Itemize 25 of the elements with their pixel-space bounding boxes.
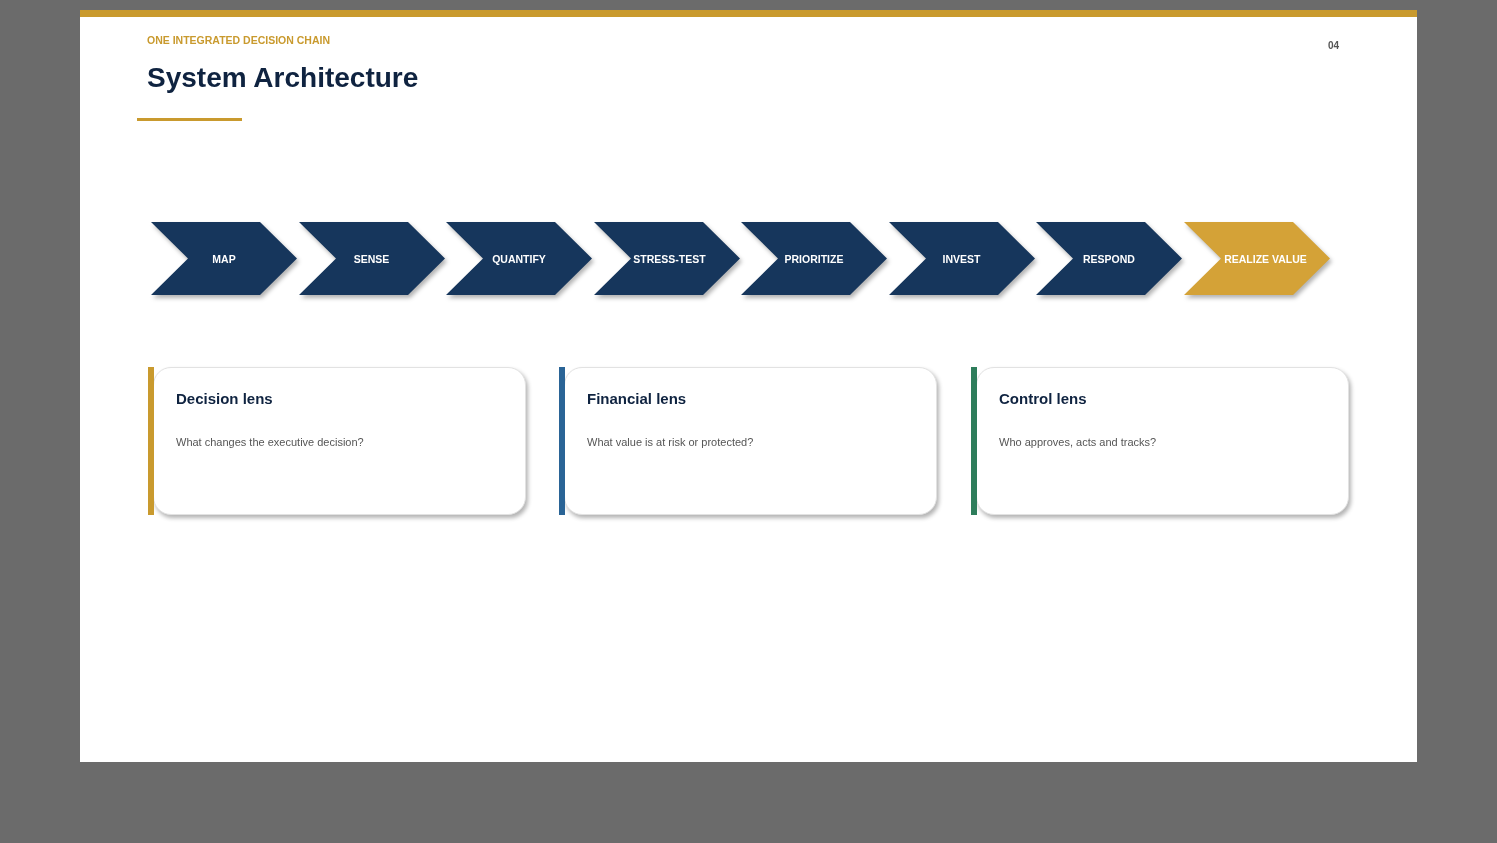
step-label: SENSE [353, 252, 390, 265]
chevron-step [1036, 222, 1182, 295]
step-label: MAP [212, 252, 236, 265]
chevron-step [446, 222, 592, 295]
card-heading: Financial lens [587, 390, 687, 407]
card-heading: Control lens [999, 390, 1087, 407]
section-kicker: ONE INTEGRATED DECISION CHAIN [147, 34, 330, 46]
chevron-step [593, 222, 740, 295]
chevron-step [888, 222, 1035, 295]
chevron-step [741, 222, 887, 295]
step-label: PRIORITIZE [784, 252, 844, 265]
card-question: What changes the executive decision? [176, 436, 364, 448]
card-question: What value is at risk or protected? [587, 436, 754, 448]
step-label: INVEST [942, 252, 981, 265]
page-number: 04 [1327, 40, 1339, 51]
step-label: QUANTIFY [492, 252, 546, 265]
slide-title: System Architecture [147, 62, 419, 94]
step-label: RESPOND [1083, 252, 1135, 265]
chevron-step [298, 222, 445, 295]
step-label: STRESS-TEST [632, 252, 706, 265]
chevron-step [1183, 222, 1330, 295]
step-label: REALIZE VALUE [1223, 252, 1307, 265]
chevron-step [151, 222, 297, 295]
card-question: Who approves, acts and tracks? [999, 436, 1157, 448]
card-heading: Decision lens [176, 390, 273, 407]
